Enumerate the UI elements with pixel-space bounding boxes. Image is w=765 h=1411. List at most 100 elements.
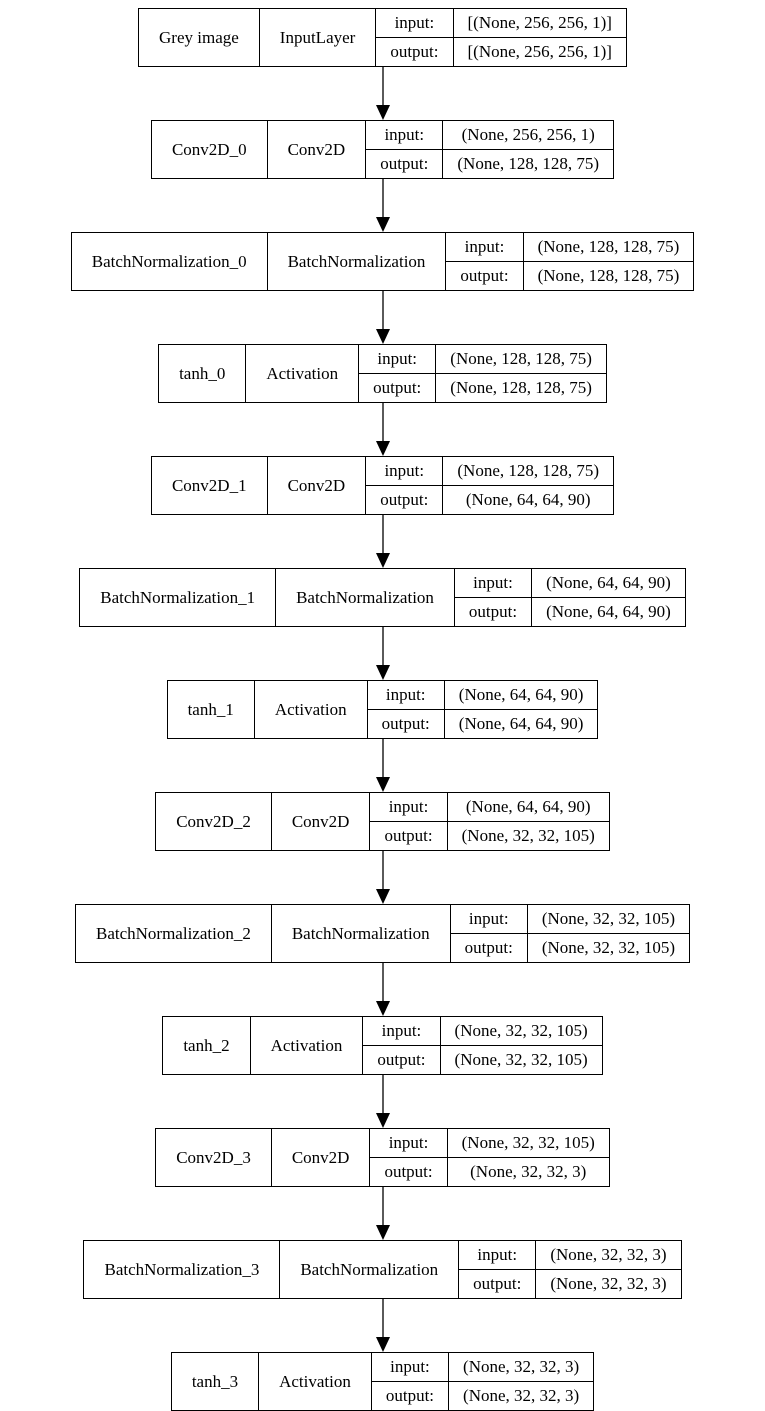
input-shape-cell: (None, 64, 64, 90) [531, 568, 686, 598]
input-shape-cell: (None, 32, 32, 3) [535, 1240, 682, 1270]
input-label-cell: input: [369, 1128, 448, 1158]
arrow-down-icon [375, 851, 390, 904]
layer-node: tanh_2 Activation input: (None, 32, 32, … [162, 1016, 603, 1075]
input-label-cell: input: [445, 232, 524, 262]
layer-name-cell: Conv2D_2 [155, 792, 272, 851]
output-shape-cell: (None, 64, 64, 90) [443, 709, 599, 739]
arrow-down-icon [375, 1299, 390, 1352]
layer-name-cell: tanh_3 [170, 1352, 260, 1411]
layer-name-cell: BatchNormalization_3 [83, 1240, 281, 1299]
layer-name-cell: Conv2D_1 [150, 456, 268, 515]
layer-node-row-output: output: (None, 64, 64, 90) [151, 485, 615, 515]
output-shape-cell: [(None, 256, 256, 1)] [452, 37, 627, 67]
input-shape-cell: (None, 32, 32, 105) [526, 904, 691, 934]
arrow-down-icon [375, 179, 390, 232]
layer-node: BatchNormalization_2 BatchNormalization … [74, 904, 691, 963]
input-shape-cell: (None, 32, 32, 3) [448, 1352, 595, 1382]
layer-node-row-output: output: (None, 32, 32, 105) [156, 821, 610, 851]
output-shape-cell: (None, 32, 32, 105) [439, 1045, 603, 1075]
input-shape-cell: (None, 64, 64, 90) [446, 792, 610, 822]
output-label-cell: output: [458, 1269, 537, 1299]
layer-node-row-output: output: (None, 32, 32, 105) [163, 1045, 603, 1075]
output-shape-cell: (None, 32, 32, 3) [446, 1157, 610, 1187]
arrow-down-icon [375, 515, 390, 568]
input-shape-cell: (None, 128, 128, 75) [435, 344, 607, 374]
layer-node: Grey image InputLayer input: [(None, 256… [138, 8, 627, 67]
arrow-down-icon [375, 963, 390, 1016]
arrow-down-icon [375, 403, 390, 456]
layer-node-row-input: BatchNormalization_2 BatchNormalization … [74, 904, 691, 963]
output-shape-cell: (None, 128, 128, 75) [522, 261, 695, 291]
layer-node: Conv2D_0 Conv2D input: (None, 256, 256, … [150, 120, 615, 179]
output-shape-cell: (None, 128, 128, 75) [442, 149, 615, 179]
arrow-down-icon [375, 67, 390, 120]
layer-node-row-output: output: (None, 32, 32, 3) [156, 1157, 610, 1187]
layer-node-row-output: output: (None, 32, 32, 3) [84, 1269, 682, 1299]
layer-node-row-output: output: (None, 128, 128, 75) [71, 261, 695, 291]
output-label-cell: output: [375, 37, 454, 67]
output-label-cell: output: [358, 373, 437, 403]
output-label-cell: output: [449, 933, 528, 963]
input-label-cell: input: [370, 1352, 450, 1382]
layer-node-row-input: Conv2D_2 Conv2D input: (None, 64, 64, 90… [155, 792, 610, 851]
input-shape-cell: (None, 256, 256, 1) [442, 120, 615, 150]
input-shape-cell: (None, 32, 32, 105) [446, 1128, 610, 1158]
layer-node: tanh_1 Activation input: (None, 64, 64, … [166, 680, 599, 739]
layer-type-cell: Conv2D [270, 792, 371, 851]
layer-node-row-input: BatchNormalization_0 BatchNormalization … [70, 232, 695, 291]
arrow-down-icon [375, 1075, 390, 1128]
output-label-cell: output: [365, 149, 444, 179]
output-label-cell: output: [362, 1045, 441, 1075]
layer-node: BatchNormalization_3 BatchNormalization … [83, 1240, 682, 1299]
layer-node-row-output: output: (None, 128, 128, 75) [159, 373, 607, 403]
input-label-cell: input: [369, 792, 448, 822]
layer-name-cell: Conv2D_0 [150, 120, 268, 179]
input-shape-cell: [(None, 256, 256, 1)] [452, 8, 627, 38]
input-shape-cell: (None, 32, 32, 105) [439, 1016, 603, 1046]
layer-type-cell: BatchNormalization [279, 1240, 460, 1299]
arrow-down-icon [375, 739, 390, 792]
layer-name-cell: tanh_2 [162, 1016, 251, 1075]
layer-node: Conv2D_3 Conv2D input: (None, 32, 32, 10… [155, 1128, 610, 1187]
layer-node: tanh_0 Activation input: (None, 128, 128… [158, 344, 607, 403]
arrow-down-icon [375, 627, 390, 680]
layer-type-cell: Activation [249, 1016, 364, 1075]
layer-type-cell: BatchNormalization [275, 568, 455, 627]
input-label-cell: input: [358, 344, 437, 374]
output-label-cell: output: [370, 1381, 450, 1411]
layer-name-cell: BatchNormalization_1 [79, 568, 277, 627]
layer-node-row-input: tanh_0 Activation input: (None, 128, 128… [158, 344, 607, 403]
layer-node-row-input: tanh_1 Activation input: (None, 64, 64, … [166, 680, 599, 739]
output-shape-cell: (None, 32, 32, 105) [446, 821, 610, 851]
layer-node-row-output: output: (None, 64, 64, 90) [167, 709, 599, 739]
layer-type-cell: Activation [253, 680, 368, 739]
arrow-down-icon [375, 1187, 390, 1240]
layer-type-cell: Conv2D [266, 120, 367, 179]
layer-node: BatchNormalization_1 BatchNormalization … [79, 568, 686, 627]
output-shape-cell: (None, 64, 64, 90) [442, 485, 615, 515]
layer-node: Conv2D_2 Conv2D input: (None, 64, 64, 90… [155, 792, 610, 851]
layer-type-cell: BatchNormalization [270, 904, 451, 963]
layer-node-row-input: Conv2D_3 Conv2D input: (None, 32, 32, 10… [155, 1128, 610, 1187]
input-label-cell: input: [375, 8, 454, 38]
layer-name-cell: Grey image [138, 8, 260, 67]
layer-type-cell: Activation [258, 1352, 372, 1411]
output-label-cell: output: [369, 821, 448, 851]
layer-node: BatchNormalization_0 BatchNormalization … [70, 232, 695, 291]
layer-type-cell: Conv2D [266, 456, 367, 515]
layer-node-row-input: BatchNormalization_3 BatchNormalization … [83, 1240, 682, 1299]
layer-node-row-input: tanh_2 Activation input: (None, 32, 32, … [162, 1016, 603, 1075]
layer-name-cell: BatchNormalization_2 [74, 904, 272, 963]
layer-type-cell: Conv2D [270, 1128, 371, 1187]
output-label-cell: output: [366, 709, 445, 739]
input-label-cell: input: [365, 120, 444, 150]
input-shape-cell: (None, 64, 64, 90) [443, 680, 599, 710]
output-label-cell: output: [365, 485, 444, 515]
input-label-cell: input: [362, 1016, 441, 1046]
layer-node-row-input: Conv2D_1 Conv2D input: (None, 128, 128, … [150, 456, 615, 515]
input-shape-cell: (None, 128, 128, 75) [522, 232, 695, 262]
layer-name-cell: BatchNormalization_0 [70, 232, 268, 291]
output-shape-cell: (None, 64, 64, 90) [531, 597, 686, 627]
layer-type-cell: BatchNormalization [266, 232, 447, 291]
